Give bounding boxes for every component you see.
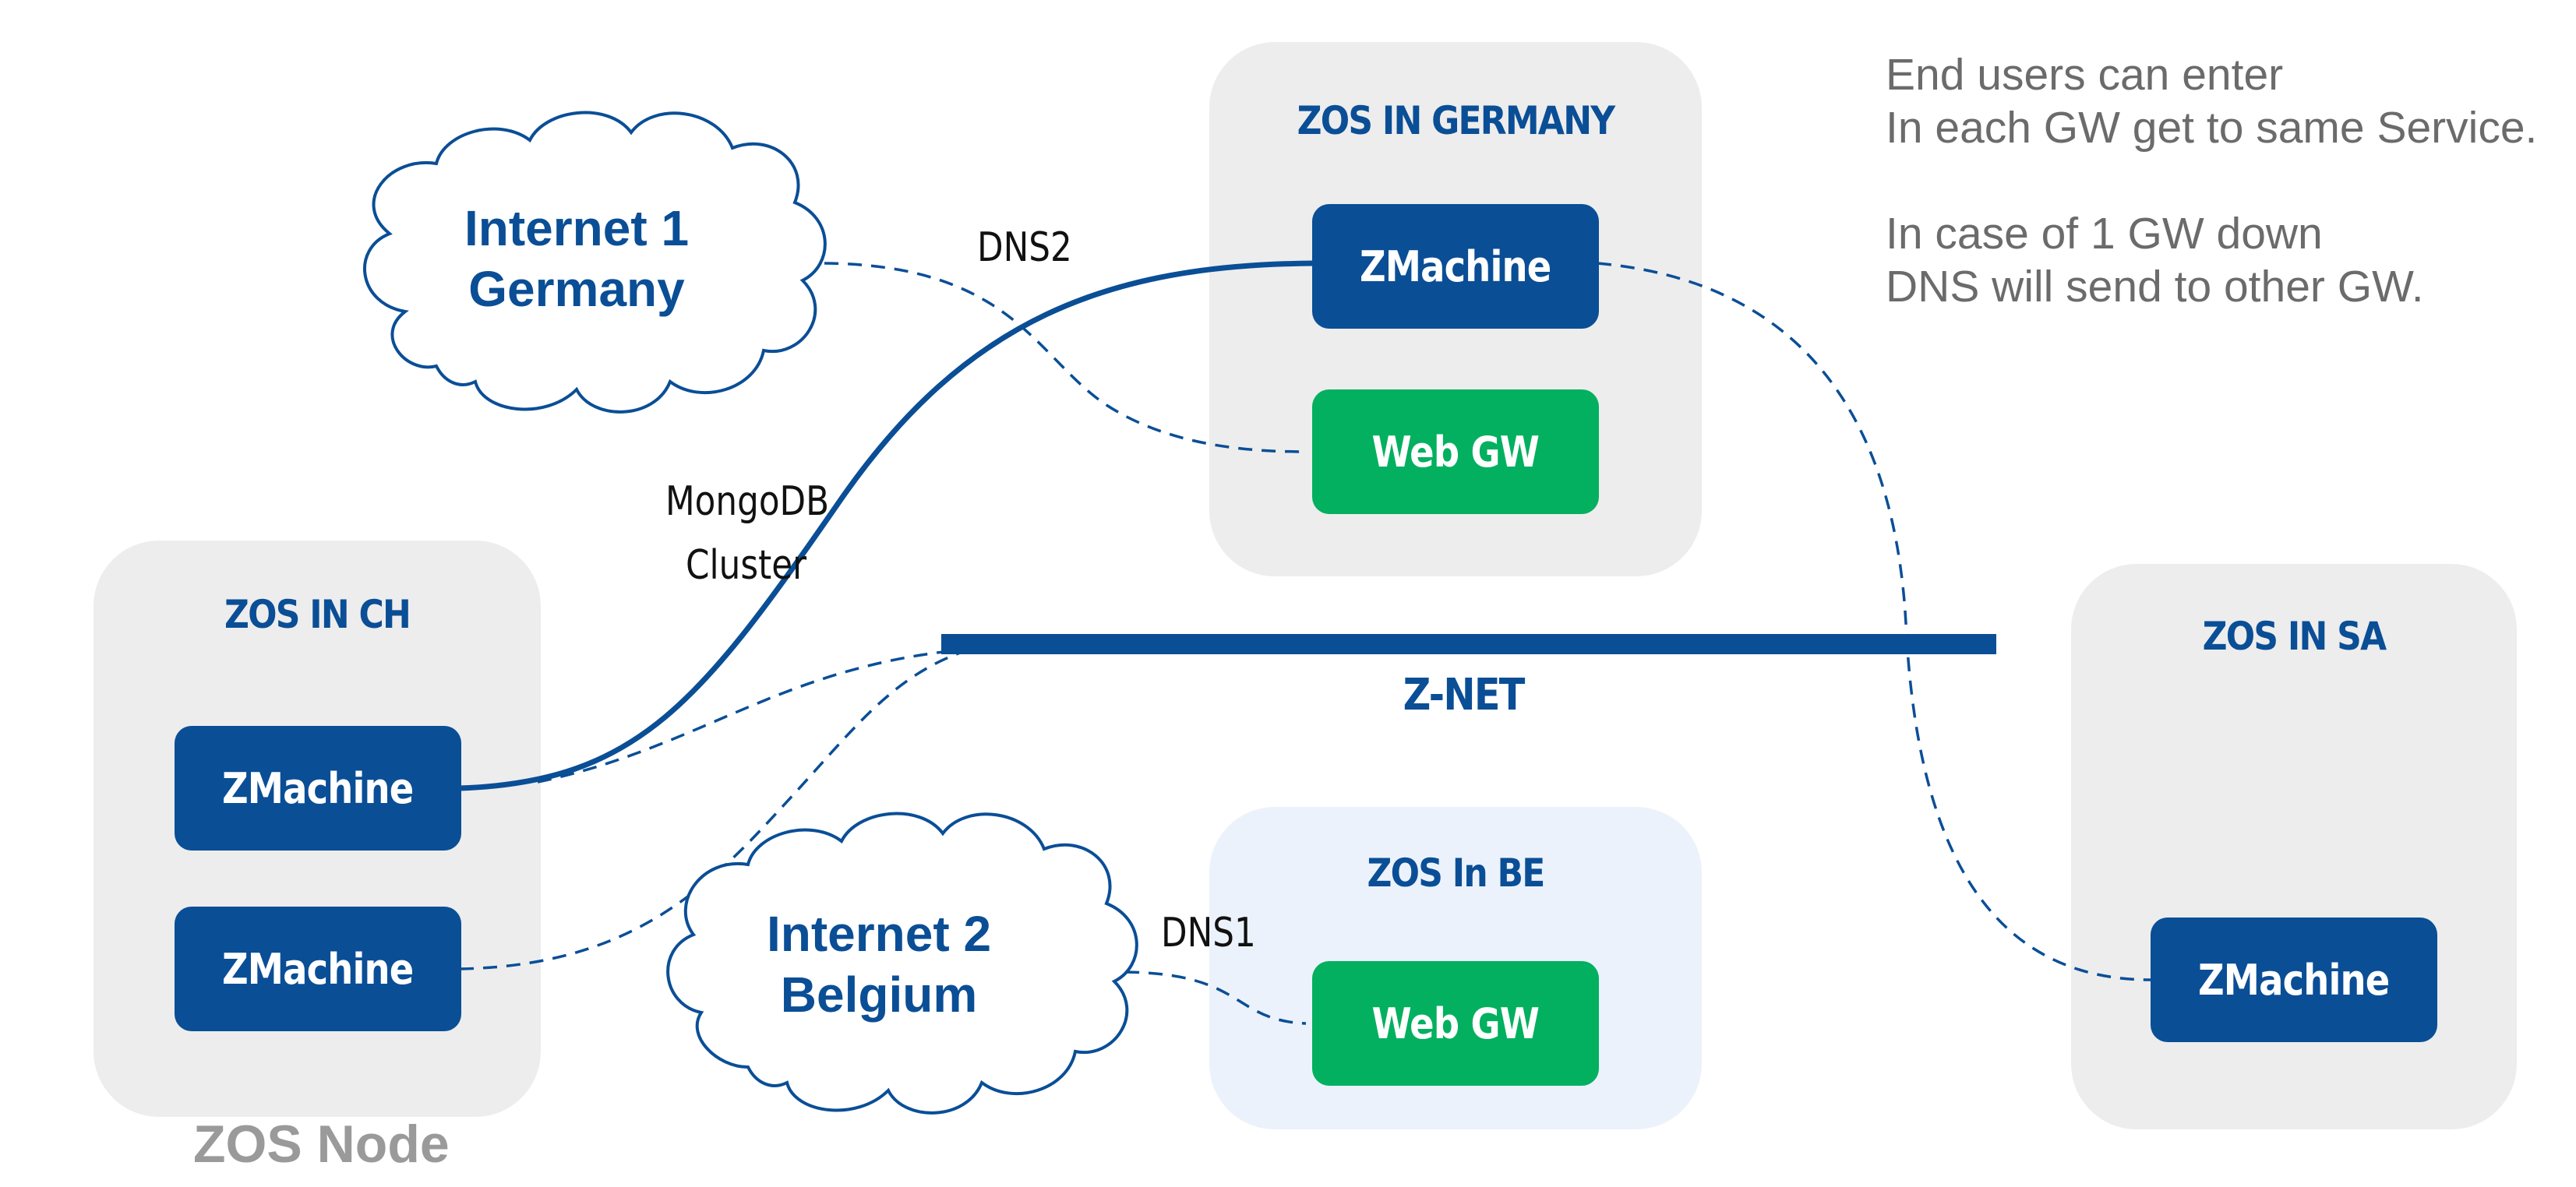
internet2-line2: Belgium [780,967,978,1023]
mongodb-label-line2: Cluster [686,542,807,589]
germany-webgw: Web GW [1312,389,1599,514]
germany-zmachine: ZMachine [1312,204,1599,329]
dns1-line [1124,970,1307,1025]
be-webgw: Web GW [1312,961,1599,1086]
region-ch-title: ZOS IN CH [224,592,411,637]
cloud-icon [666,812,1138,1115]
region-sa-title: ZOS IN SA [2202,614,2387,659]
ch-zmachine1-znet-line [537,648,965,784]
internet1-line2: Germany [468,261,685,317]
footer-label: ZOS Node [193,1115,450,1174]
internet2-label: Internet 2 Belgium [739,903,1019,1025]
ch-zmachine2-znet-line [459,650,965,970]
note-line4: DNS will send to other GW. [1886,262,2424,312]
region-germany-title: ZOS IN GERMANY [1297,98,1616,143]
ch-zmachine-1-label: ZMachine [222,763,414,813]
sa-zmachine-label: ZMachine [2198,955,2390,1005]
znet-bar [941,634,1996,654]
germany-zmachine-label: ZMachine [1360,241,1551,291]
mongodb-label-line1: MongoDB [665,478,830,525]
dns2-label: DNS2 [977,224,1072,271]
internet1-line1: Internet 1 [464,200,690,256]
dns2-line [824,262,1307,453]
mongodb-cluster-line [459,260,1314,791]
note-line1: End users can enter [1886,50,2284,100]
ch-zmachine-1: ZMachine [175,726,461,851]
ch-zmachine-2-label: ZMachine [222,944,414,994]
dns1-label: DNS1 [1161,910,1256,956]
internet1-label: Internet 1 Germany [436,198,717,319]
note-line3: In case of 1 GW down [1886,209,2323,259]
sa-zmachine: ZMachine [2151,918,2437,1042]
ch-zmachine-2: ZMachine [175,907,461,1031]
note-line2: In each GW get to same Service. [1886,103,2538,153]
internet2-line1: Internet 2 [766,906,992,962]
cloud-icon [362,111,827,414]
region-be-title: ZOS In BE [1367,851,1545,896]
be-webgw-label: Web GW [1371,999,1540,1048]
germany-webgw-label: Web GW [1371,427,1540,477]
znet-label: Z-NET [1403,670,1526,720]
germany-sa-line [1597,262,2151,981]
